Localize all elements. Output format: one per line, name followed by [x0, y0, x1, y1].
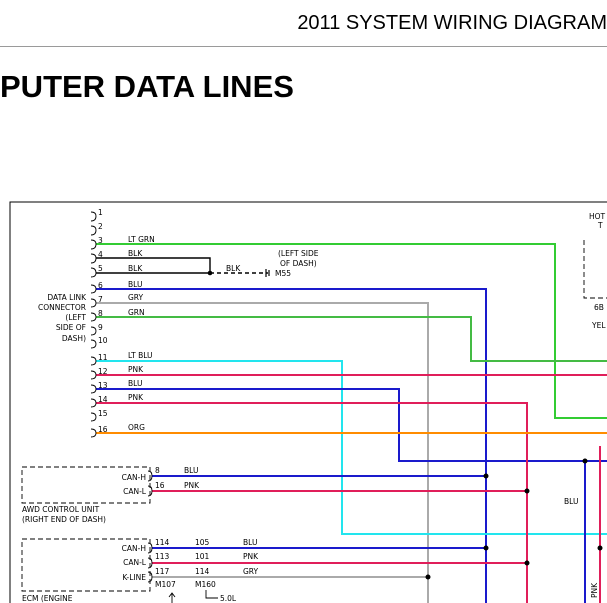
wire-label-blu-6: BLU — [128, 280, 142, 289]
dlc-pin-13: 13 — [98, 381, 108, 390]
junction-dot — [425, 574, 431, 580]
ecm-connector — [147, 542, 153, 583]
right-label-code: 6B — [594, 303, 604, 312]
junction-dot — [597, 545, 603, 551]
svg-text:DASH): DASH) — [62, 334, 86, 343]
right-wire-pnk-label: PNK — [590, 582, 599, 598]
ecm-wire-pnk: PNK — [243, 552, 259, 561]
header-bar: 2011 SYSTEM WIRING DIAGRAM — [0, 0, 607, 47]
svg-text:DATA LINK: DATA LINK — [47, 293, 87, 302]
dlc-connector — [90, 211, 97, 438]
svg-text:SIDE OF: SIDE OF — [56, 323, 86, 332]
wire-label-gry-7: GRY — [128, 293, 144, 302]
awd-can-h-pin: CAN-H — [122, 473, 146, 482]
dlc-label: DATA LINK CONNECTOR (LEFT SIDE OF DASH) — [38, 293, 87, 343]
dlc-pin-3: 3 — [98, 236, 103, 245]
dlc-pin-12: 12 — [98, 367, 108, 376]
svg-text:(LEFT: (LEFT — [65, 313, 86, 322]
right-label-t: T — [597, 221, 603, 230]
ecm-circuit-114: 114 — [195, 567, 210, 576]
dlc-pin-6: 6 — [98, 281, 103, 290]
ground-location-2: OF DASH) — [280, 259, 317, 268]
dlc-pin-11: 11 — [98, 353, 108, 362]
wire-label-lt-blu-11: LT BLU — [128, 351, 153, 360]
header-title: 2011 SYSTEM WIRING DIAGRAM — [297, 12, 607, 34]
ecm-pin-114: 114 — [155, 538, 170, 547]
ground-location-1: (LEFT SIDE — [278, 249, 319, 258]
junction-dot — [582, 458, 588, 464]
awd-connector — [147, 470, 153, 497]
dlc-pin-2: 2 — [98, 222, 103, 231]
ecm-circuit-101: 101 — [195, 552, 210, 561]
right-component-box — [583, 240, 607, 299]
wire-label-pnk-12: PNK — [128, 365, 144, 374]
ground-wire-label: BLK — [226, 264, 241, 273]
dlc-pin-10: 10 — [98, 336, 108, 345]
engine-note-leader — [205, 590, 218, 599]
awd-wire-blu: BLU — [184, 466, 198, 475]
ecm-pin-117: 117 — [155, 567, 170, 576]
wire-gry-pin7 — [96, 302, 429, 603]
wire-label-grn-8: GRN — [128, 308, 145, 317]
ecm-circuit-105: 105 — [195, 538, 210, 547]
arrow-up-icon — [168, 592, 176, 603]
ground-id: M55 — [275, 269, 291, 278]
dlc-pin-14: 14 — [98, 395, 108, 404]
ecm-k-line-pin: K-LINE — [122, 573, 146, 582]
junction-dot — [524, 488, 530, 494]
dlc-pin-8: 8 — [98, 309, 103, 318]
diagram-frame — [9, 201, 607, 603]
wire-blu-pin13 — [96, 388, 607, 462]
dlc-pin-7: 7 — [98, 295, 103, 304]
svg-text:CONNECTOR: CONNECTOR — [38, 303, 86, 312]
wire-label-pnk-14: PNK — [128, 393, 144, 402]
right-wire-blu-label: BLU — [564, 497, 578, 506]
awd-can-l-pin: CAN-L — [123, 487, 147, 496]
awd-pin-16: 16 — [155, 481, 165, 490]
right-label-color: YEL — [591, 321, 606, 330]
ecm-label: ECM (ENGINE — [22, 594, 73, 603]
ground-symbol-icon — [265, 269, 270, 277]
section-title: PUTER DATA LINES — [0, 69, 294, 104]
ecm-can-h-pin: CAN-H — [122, 544, 146, 553]
wire-label-org-16: ORG — [128, 423, 145, 432]
right-label-hot: HOT — [589, 212, 606, 221]
wire-label-blk-5: BLK — [128, 264, 143, 273]
wire-label-blu-13: BLU — [128, 379, 142, 388]
awd-label-1: AWD CONTROL UNIT — [22, 505, 100, 514]
wire-lt-grn — [96, 243, 607, 419]
awd-label-2: (RIGHT END OF DASH) — [22, 515, 106, 524]
dlc-pin-5: 5 — [98, 264, 103, 273]
ecm-box — [21, 538, 151, 592]
awd-pin-8: 8 — [155, 466, 160, 475]
wire-pnk-pin14 — [96, 402, 528, 603]
splice-dot — [207, 270, 213, 276]
dlc-pin-1: 1 — [98, 208, 103, 217]
wire-blu-pin6 — [96, 288, 487, 603]
ecm-connector-m160: M160 — [195, 580, 216, 589]
dlc-pin-9: 9 — [98, 323, 103, 332]
ecm-pin-113: 113 — [155, 552, 170, 561]
wire-label-lt-grn: LT GRN — [128, 235, 155, 244]
awd-control-unit-box — [21, 466, 151, 504]
junction-dot — [524, 560, 530, 566]
junction-dot — [483, 473, 489, 479]
ecm-wire-blu: BLU — [243, 538, 257, 547]
wire-label-blk-4: BLK — [128, 249, 143, 258]
dlc-pin-4: 4 — [98, 250, 103, 259]
junction-dot — [483, 545, 489, 551]
awd-wire-pnk: PNK — [184, 481, 200, 490]
ecm-connector-m107: M107 — [155, 580, 176, 589]
ecm-engine-note: 5.0L — [220, 594, 237, 603]
ecm-wire-gry: GRY — [243, 567, 259, 576]
dlc-pin-16: 16 — [98, 425, 108, 434]
dlc-pin-15: 15 — [98, 409, 108, 418]
ecm-can-l-pin: CAN-L — [123, 558, 147, 567]
wire-lt-blu-pin11 — [96, 360, 607, 535]
wire-grn-pin8 — [96, 316, 607, 362]
wire-blk-pin4 — [96, 257, 211, 273]
